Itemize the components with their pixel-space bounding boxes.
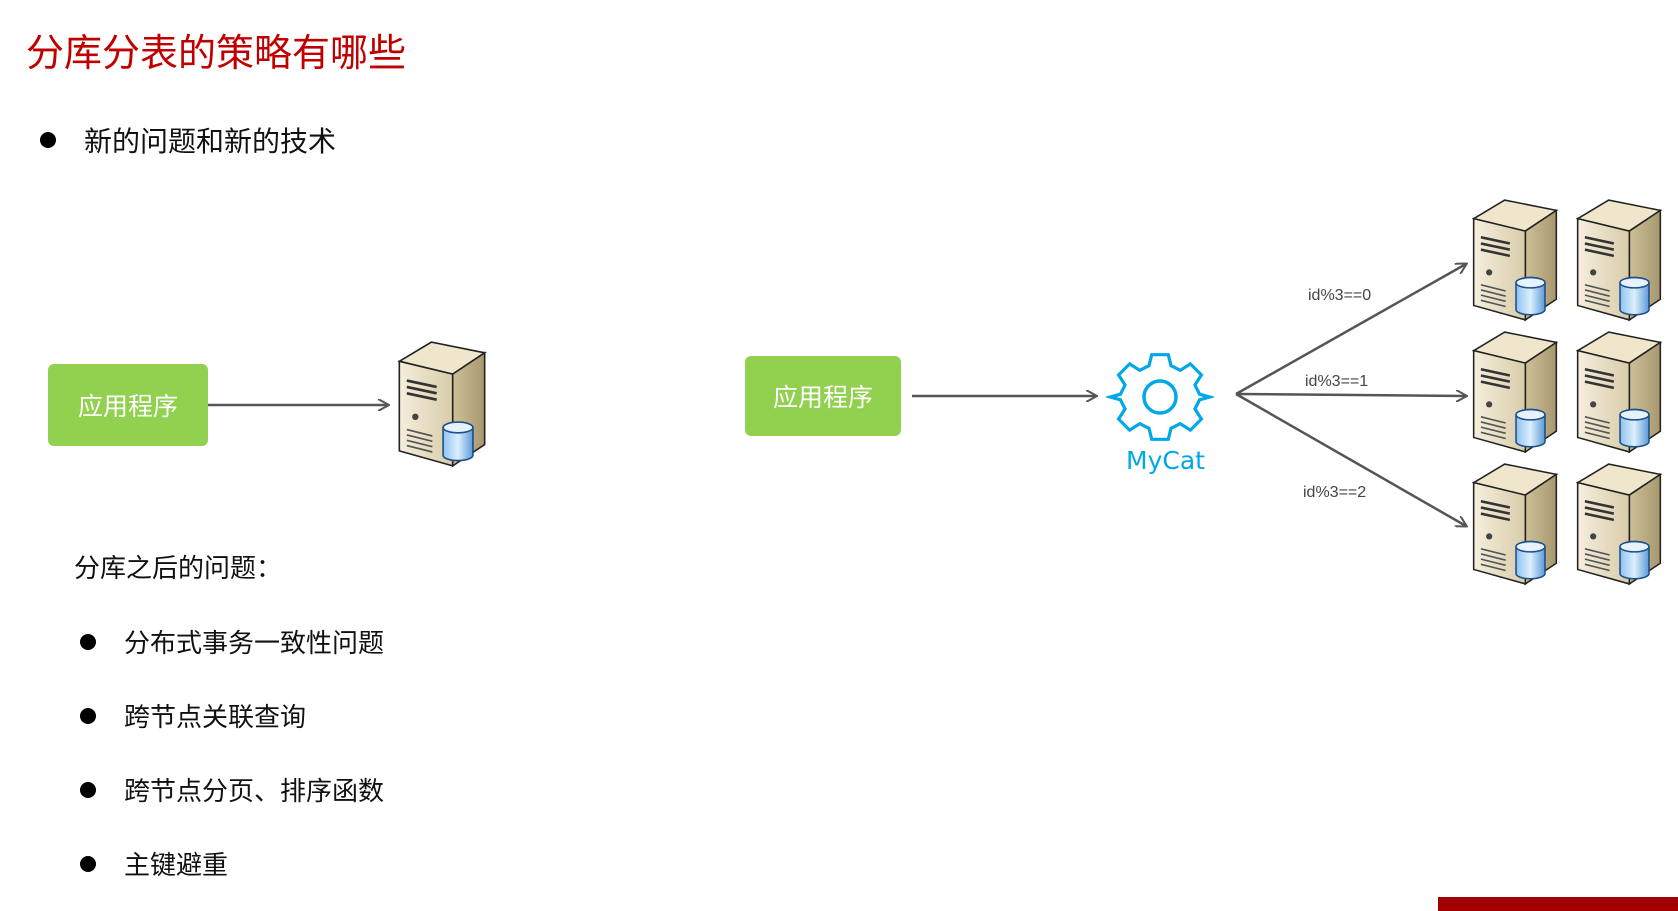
database-server-icon [1468,198,1562,322]
left-app-box: 应用程序 [48,364,208,446]
database-server-icon [1468,462,1562,586]
gear-icon [1106,353,1214,441]
problem-text: 跨节点关联查询 [124,703,307,733]
rule-label-0: id%3==0 [1308,287,1372,304]
main-bullet: 新的问题和新的技术 [40,120,336,160]
problem-text: 分布式事务一致性问题 [124,629,385,659]
main-bullet-text: 新的问题和新的技术 [84,125,337,158]
right-app-box: 应用程序 [745,356,901,436]
bullet-dot [80,855,96,872]
database-server-icon [1572,330,1666,454]
bullet-dot [80,781,96,798]
bullet-dot [40,132,56,148]
list-item: 分布式事务一致性问题 [80,623,384,660]
rule-label-1: id%3==1 [1305,373,1369,390]
bullet-dot [80,707,96,724]
database-server-icon [1572,198,1666,322]
footer-corner-bar [1438,897,1678,911]
list-item: 跨节点关联查询 [80,697,306,734]
right-app-label: 应用程序 [772,383,873,412]
problem-text: 主键避重 [124,851,229,881]
database-server-icon [1572,462,1666,586]
route-arrow-1 [1235,394,1466,396]
database-server-icon [394,340,490,468]
page-title: 分库分表的策略有哪些 [26,31,407,75]
route-arrow-0 [1235,264,1466,396]
problem-text: 跨节点分页、排序函数 [124,777,385,807]
mycat-label: MyCat [1126,446,1205,475]
left-app-label: 应用程序 [77,392,178,421]
route-arrow-2 [1235,392,1466,526]
list-item: 跨节点分页、排序函数 [80,771,384,808]
after-split-label: 分库之后的问题： [74,554,283,584]
rule-label-2: id%3==2 [1303,484,1367,501]
list-item: 主键避重 [80,845,228,882]
database-server-icon [1468,330,1562,454]
bullet-dot [80,633,96,650]
